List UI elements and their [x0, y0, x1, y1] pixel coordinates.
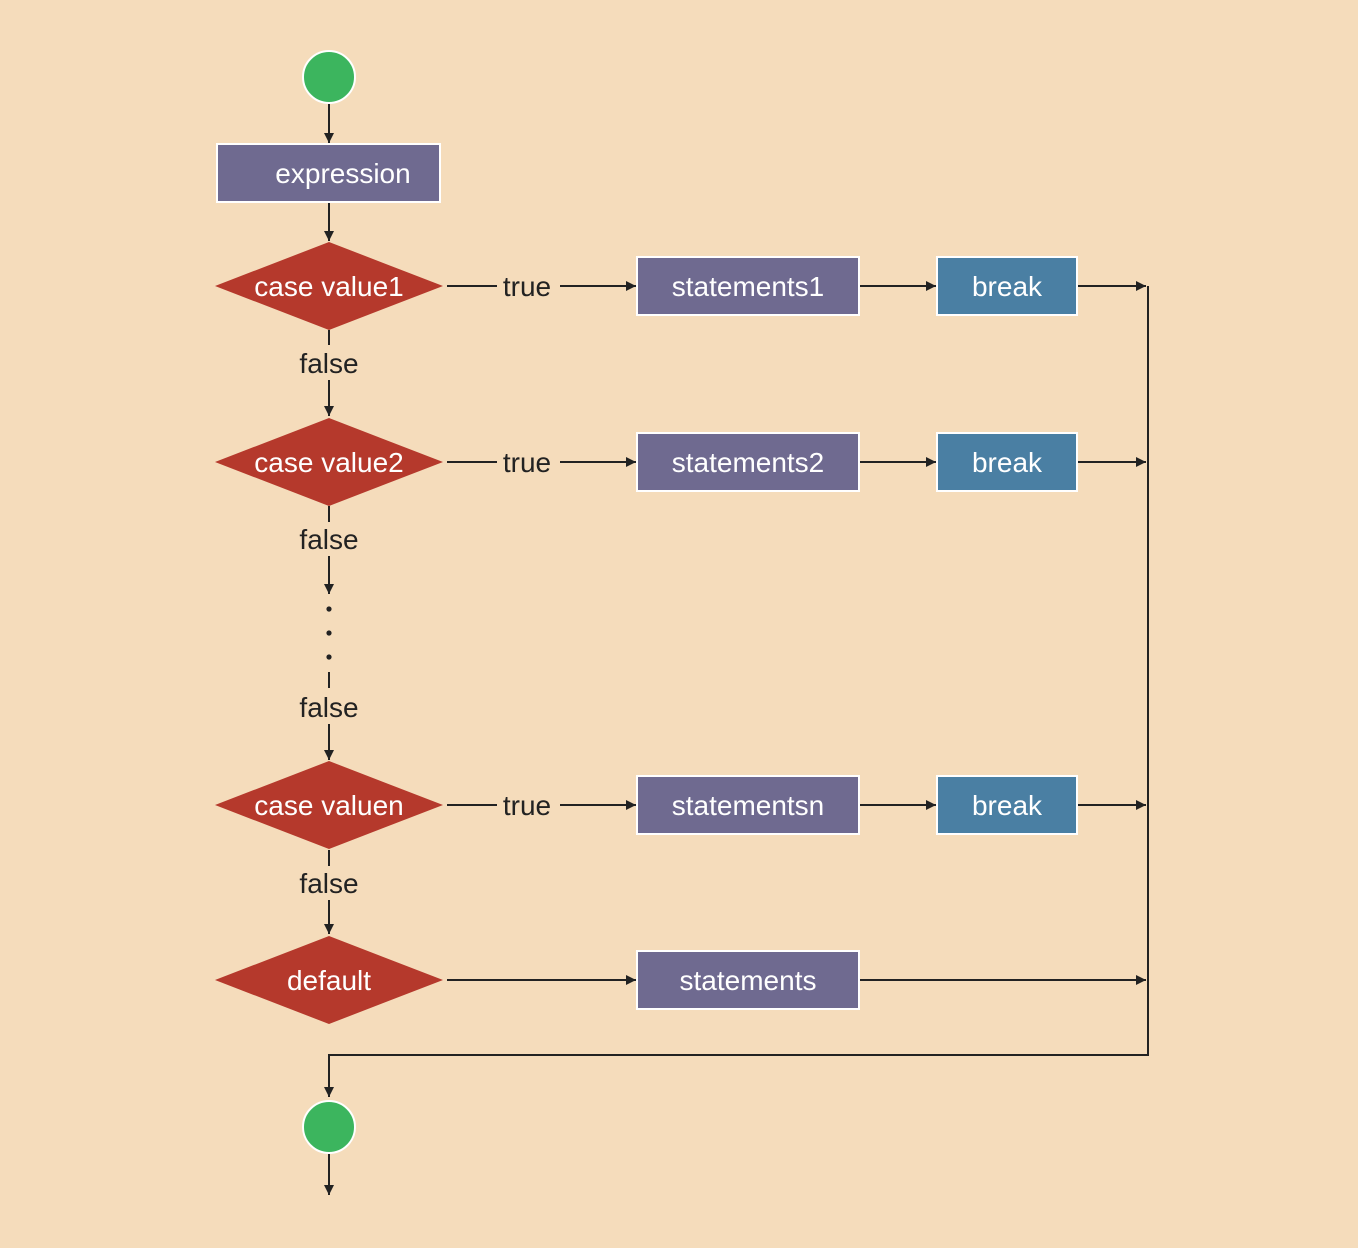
decision-casen	[215, 761, 443, 849]
expression-box	[216, 143, 441, 203]
true-label-2: true	[503, 447, 551, 478]
statements-label: statements	[680, 965, 817, 996]
break2-label: break	[972, 447, 1043, 478]
decision-case1	[215, 242, 443, 330]
ellipsis-dots	[326, 606, 332, 660]
false-label-2: false	[299, 524, 358, 555]
statementsn-box	[636, 775, 860, 835]
statements1-label: statements1	[672, 271, 825, 302]
break2-box	[936, 432, 1078, 492]
false-label-4: false	[299, 868, 358, 899]
statements2-box	[636, 432, 860, 492]
start-node	[302, 50, 356, 104]
true-label-1: true	[503, 271, 551, 302]
default-label: default	[287, 965, 371, 996]
false-label-1: false	[299, 348, 358, 379]
breakn-box	[936, 775, 1078, 835]
edge-merge-bus	[324, 286, 1149, 1097]
statements1-box	[636, 256, 860, 316]
decision-default	[215, 936, 443, 1024]
break1-box	[936, 256, 1078, 316]
false-label-3: false	[299, 692, 358, 723]
casen-label: case valuen	[254, 790, 403, 821]
decision-case2	[215, 418, 443, 506]
expression-label: expression	[275, 158, 410, 189]
end-node	[302, 1100, 356, 1154]
case2-label: case value2	[254, 447, 403, 478]
break1-label: break	[972, 271, 1043, 302]
connectors	[324, 103, 1149, 1195]
case1-label: case value1	[254, 271, 403, 302]
true-label-n: true	[503, 790, 551, 821]
breakn-label: break	[972, 790, 1043, 821]
statements-box	[636, 950, 860, 1010]
statementsn-label: statementsn	[672, 790, 825, 821]
statements2-label: statements2	[672, 447, 825, 478]
